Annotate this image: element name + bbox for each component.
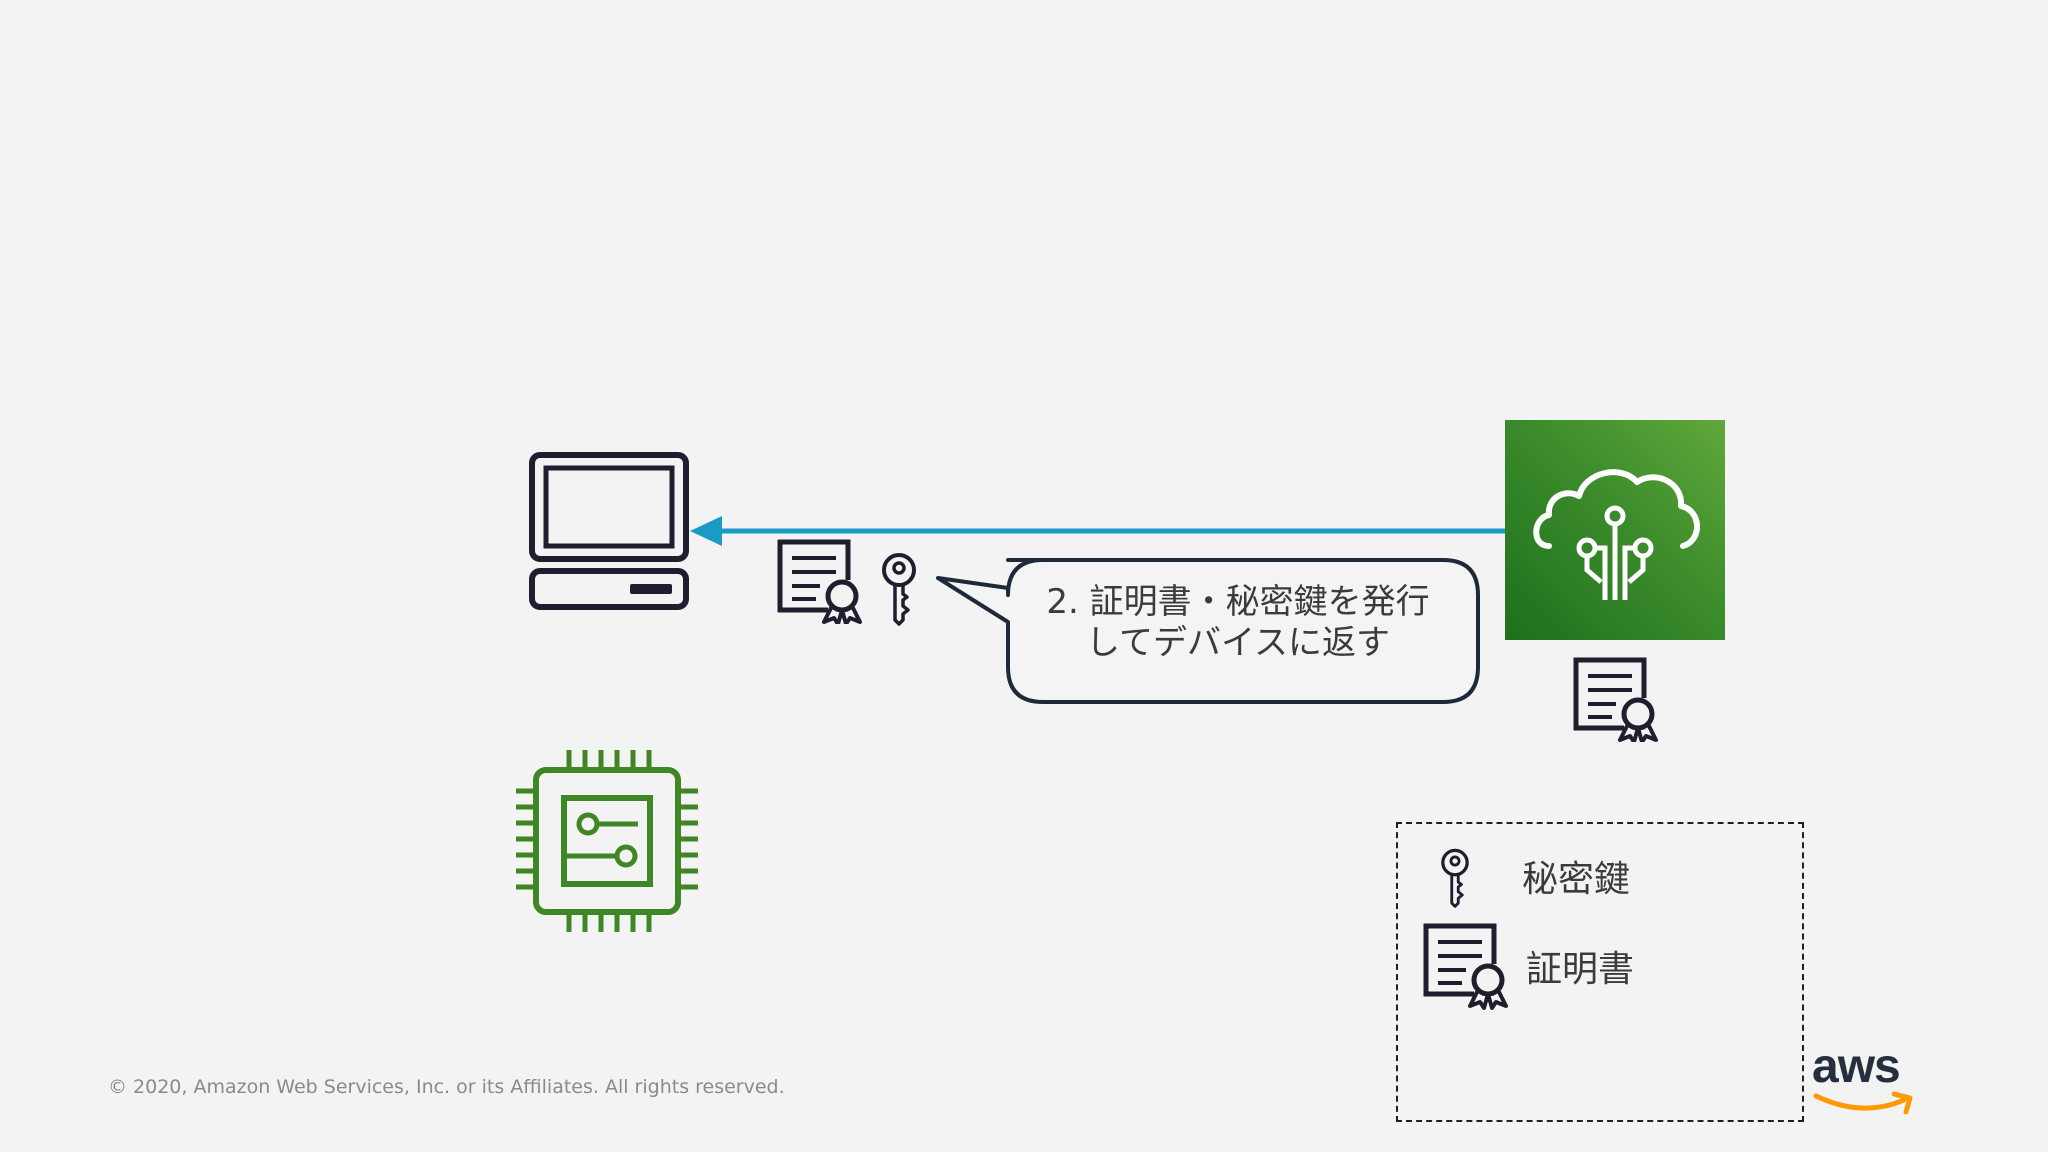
legend-box xyxy=(1396,822,1804,1122)
certificate-icon xyxy=(1572,656,1662,742)
iot-core-cloud-icon xyxy=(1505,420,1725,640)
laptop-icon xyxy=(528,451,690,611)
copyright-notice: © 2020, Amazon Web Services, Inc. or its… xyxy=(108,1076,785,1098)
certificate-icon xyxy=(776,538,866,624)
aws-wordmark: aws xyxy=(1812,1040,1901,1093)
aws-logo: aws xyxy=(1812,1040,1918,1116)
certificate-icon xyxy=(1422,920,1512,1010)
legend-key-label: 秘密鍵 xyxy=(1522,859,1631,900)
microcontroller-chip-icon xyxy=(512,746,702,936)
legend-cert-label: 証明書 xyxy=(1526,949,1635,990)
return-arrow xyxy=(690,514,1510,550)
key-icon xyxy=(1436,848,1474,908)
callout-text: 2. 証明書・秘密鍵を発行 してデバイスに返す xyxy=(1008,582,1468,664)
callout-line-2: してデバイスに返す xyxy=(1086,623,1390,663)
key-icon xyxy=(880,552,918,626)
aws-smile-icon xyxy=(1813,1091,1913,1115)
callout-line-1: 2. 証明書・秘密鍵を発行 xyxy=(1046,582,1430,622)
speech-callout xyxy=(935,558,1480,704)
